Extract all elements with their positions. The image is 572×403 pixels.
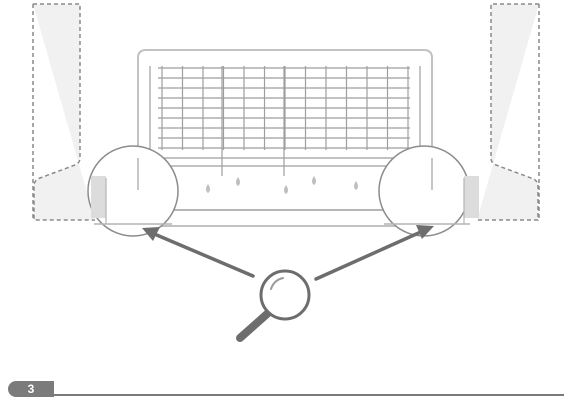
water-drop-icon (284, 185, 288, 194)
step-number-badge: 3 (8, 381, 54, 397)
water-drop-icon (312, 176, 316, 185)
arrow-icon (142, 227, 255, 278)
cabinet-outline (137, 49, 433, 178)
right-detail-circle (378, 145, 479, 237)
water-drop-icon (206, 184, 210, 193)
arrow-icon (314, 225, 434, 281)
water-drop-icon (236, 177, 240, 186)
left-detail-circle (87, 145, 179, 237)
left-side-panel (33, 3, 95, 221)
grid-rack (149, 66, 421, 176)
step-number: 3 (27, 382, 35, 396)
right-side-panel (477, 3, 539, 221)
water-drops (174, 176, 387, 194)
step-divider-line (50, 394, 564, 396)
water-drop-icon (354, 181, 358, 190)
drip-tray (159, 194, 411, 211)
magnifier-icon (236, 269, 311, 342)
